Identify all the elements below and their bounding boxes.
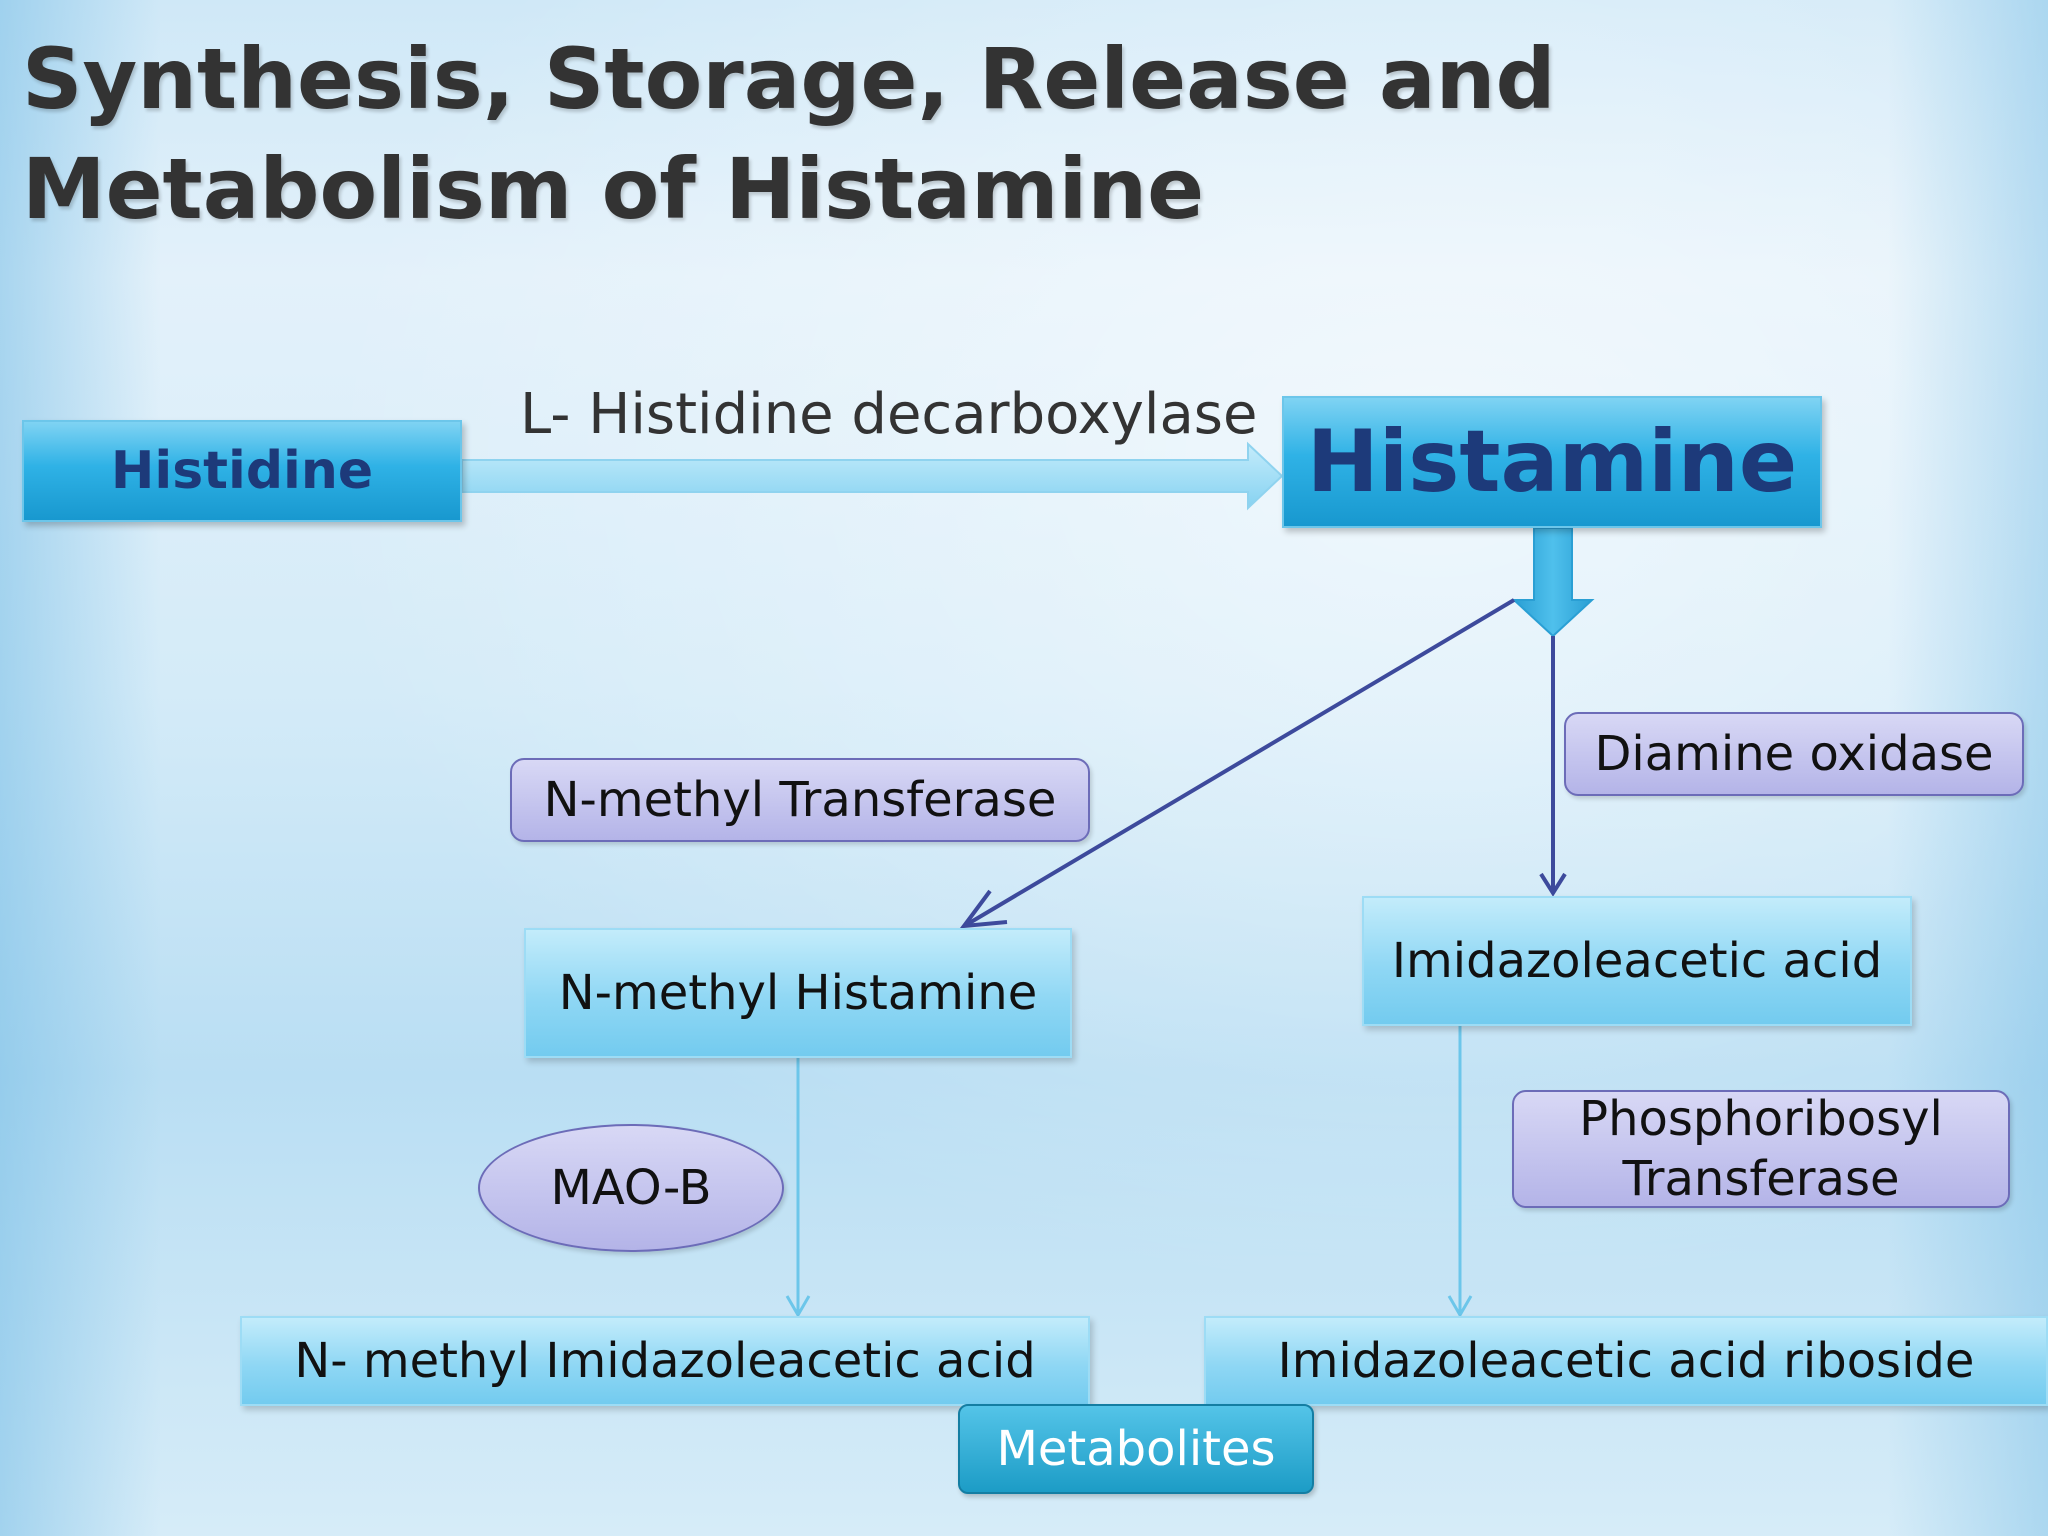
histamine-down-arrow bbox=[1511, 527, 1595, 638]
imidazoleacetic-acid-label: Imidazoleacetic acid bbox=[1391, 933, 1883, 989]
imidazoleacetic-acid-node: Imidazoleacetic acid bbox=[1362, 896, 1912, 1026]
phosphoribosyl-transferase-enzyme: Phosphoribosyl Transferase bbox=[1512, 1090, 2010, 1208]
phosphoribosyl-label-line2: Transferase bbox=[1622, 1151, 1900, 1207]
histidine-to-histamine-arrow bbox=[461, 441, 1284, 511]
imidazoleacetic-arrowhead bbox=[1539, 872, 1567, 897]
n-methyl-transferase-enzyme: N-methyl Transferase bbox=[510, 758, 1090, 842]
histamine-node: Histamine bbox=[1282, 396, 1822, 528]
phosphoribosyl-label-line1: Phosphoribosyl bbox=[1579, 1091, 1943, 1147]
diamine-oxidase-label: Diamine oxidase bbox=[1594, 726, 1994, 782]
n-methyl-imidazoleacetic-arrowhead bbox=[785, 1295, 811, 1318]
histidine-label: Histidine bbox=[110, 441, 374, 501]
imidazoleacetic-acid-riboside-node: Imidazoleacetic acid riboside bbox=[1204, 1316, 2048, 1406]
metabolites-badge: Metabolites bbox=[958, 1404, 1314, 1494]
histamine-to-n-methyl-histamine-line bbox=[964, 598, 1516, 927]
decarboxylase-label: L- Histidine decarboxylase bbox=[520, 382, 1258, 447]
mao-b-label: MAO-B bbox=[550, 1160, 712, 1216]
page-title: Synthesis, Storage, Release and Metaboli… bbox=[22, 30, 1556, 238]
n-methyl-histamine-label: N-methyl Histamine bbox=[558, 965, 1038, 1021]
background-left-fade bbox=[0, 0, 160, 1536]
metabolites-label: Metabolites bbox=[996, 1421, 1276, 1477]
n-methyl-imidazoleacetic-acid-node: N- methyl Imidazoleacetic acid bbox=[240, 1316, 1090, 1406]
diamine-oxidase-enzyme: Diamine oxidase bbox=[1564, 712, 2024, 796]
n-methyl-histamine-arrowhead bbox=[959, 889, 1008, 929]
imidazoleacetic-acid-riboside-label: Imidazoleacetic acid riboside bbox=[1277, 1333, 1975, 1389]
mao-b-enzyme: MAO-B bbox=[478, 1124, 784, 1252]
n-methyl-transferase-label: N-methyl Transferase bbox=[543, 772, 1057, 828]
histidine-node: Histidine bbox=[22, 420, 462, 522]
n-methyl-histamine-node: N-methyl Histamine bbox=[524, 928, 1072, 1058]
riboside-arrowhead bbox=[1447, 1295, 1473, 1318]
n-methyl-imidazoleacetic-acid-label: N- methyl Imidazoleacetic acid bbox=[294, 1333, 1036, 1389]
histamine-label: Histamine bbox=[1306, 412, 1798, 512]
